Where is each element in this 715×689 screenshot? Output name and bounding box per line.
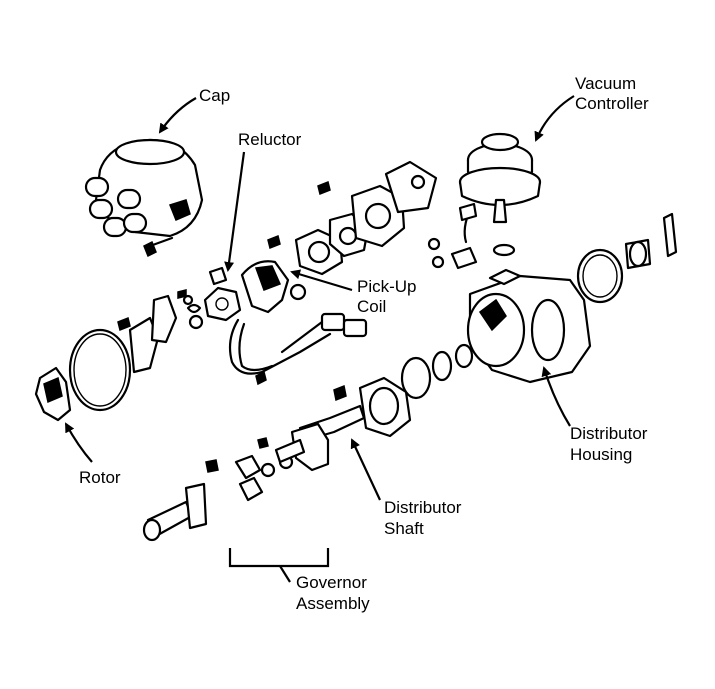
vacuum-controller-part — [427, 132, 542, 270]
distributor-housing-part — [466, 212, 678, 384]
label-reluctor: Reluctor — [238, 130, 302, 149]
pickup-coil-leader — [290, 269, 353, 292]
label-distributor-shaft-line1: Distributor — [384, 498, 462, 517]
label-pickup-coil-line2: Coil — [357, 297, 387, 316]
distributor-shaft-leader — [350, 438, 381, 501]
governor-bracket — [228, 548, 330, 568]
label-distributor-housing-line1: Distributor — [570, 424, 648, 443]
label-governor-assembly-line1: Governor — [296, 573, 367, 592]
label-distributor-housing-line2: Housing — [570, 445, 633, 464]
vacuum-controller-leader — [534, 95, 575, 142]
label-distributor-shaft-line2: Shaft — [384, 519, 424, 538]
label-governor-assembly-line2: Assembly — [296, 594, 370, 613]
distributor-housing-leader — [541, 366, 571, 427]
cap-leader — [158, 97, 197, 134]
reluctor-leader — [224, 151, 246, 272]
label-vacuum-controller-line2: Controller — [575, 94, 649, 113]
leader-lines — [65, 95, 575, 583]
governor-assembly-part — [142, 437, 306, 542]
cap-part — [84, 138, 204, 258]
label-cap: Cap — [199, 86, 231, 105]
rotor-part — [34, 294, 178, 422]
reluctor-part — [177, 266, 242, 330]
rotor-leader — [65, 422, 93, 463]
distributor-shaft-part — [290, 343, 474, 472]
pickup-coil-part — [228, 160, 438, 386]
label-rotor: Rotor — [79, 468, 121, 487]
label-vacuum-controller-line1: Vacuum — [575, 74, 637, 93]
label-pickup-coil-line1: Pick-Up — [357, 277, 417, 296]
governor-leader — [279, 565, 291, 583]
